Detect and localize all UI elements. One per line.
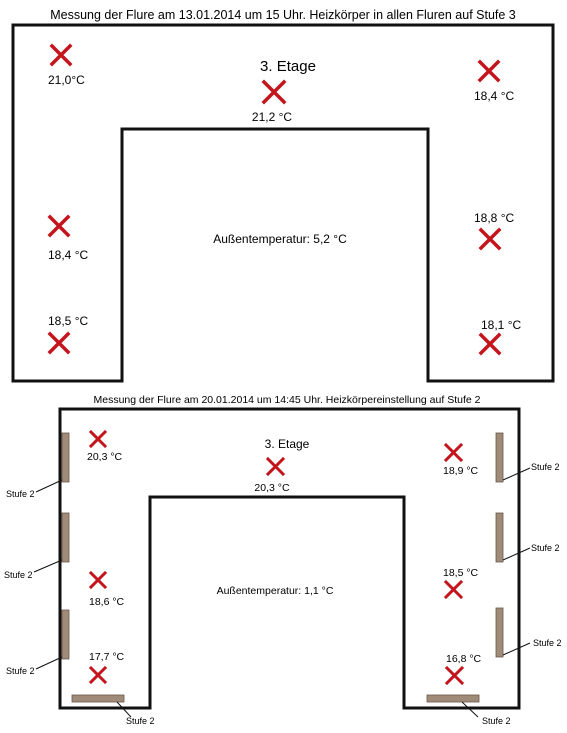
measurement-marker-b-mid-right xyxy=(443,579,464,600)
measurement-marker-top-right xyxy=(477,59,501,83)
bottom-floor-label: 3. Etage xyxy=(265,437,310,451)
measurement-marker-b-center xyxy=(265,456,286,477)
measurement-marker-bottom-right xyxy=(478,332,502,356)
temperature-b-top-left: 20,3 °C xyxy=(87,451,123,463)
top-plan-title: Messung der Flure am 13.01.2014 um 15 Uh… xyxy=(50,8,516,22)
temperature-bottom-right: 18,1 °C xyxy=(481,318,521,332)
temperature-center: 21,2 °C xyxy=(252,110,292,124)
radiator-right-3 xyxy=(495,607,531,658)
measurement-marker-mid-right xyxy=(478,227,502,251)
temperature-mid-left: 18,4 °C xyxy=(48,248,88,262)
temperature-top-left: 21,0°C xyxy=(48,73,85,87)
measurement-marker-top-left xyxy=(49,43,73,67)
top-outside-temperature: Außentemperatur: 5,2 °C xyxy=(213,232,347,246)
temperature-b-center: 20,3 °C xyxy=(254,482,290,494)
temperature-bottom-left: 18,5 °C xyxy=(48,314,88,328)
measurement-marker-b-top-right xyxy=(443,442,464,463)
measurement-marker-b-top-left xyxy=(88,429,108,449)
temperature-b-bottom-right: 16,8 °C xyxy=(446,653,482,665)
measurement-marker-b-bottom-right xyxy=(444,665,465,686)
temperature-b-mid-right: 18,5 °C xyxy=(443,567,479,579)
radiator-label-right-3: Stufe 2 xyxy=(533,638,562,648)
bottom-outside-temperature: Außentemperatur: 1,1 °C xyxy=(217,585,334,597)
radiator-label-bottom-left: Stufe 2 xyxy=(126,716,155,726)
temperature-b-bottom-left: 17,7 °C xyxy=(89,651,125,663)
radiator-label-bottom-right: Stufe 2 xyxy=(482,716,511,726)
radiator-right-1 xyxy=(495,432,531,483)
top-floor-label: 3. Etage xyxy=(260,58,316,75)
temperature-top-right: 18,4 °C xyxy=(474,89,514,103)
radiator-label-left-1: Stufe 2 xyxy=(6,489,35,499)
bottom-plan-title: Messung der Flure am 20.01.2014 um 14:45… xyxy=(94,394,481,406)
bottom-corridor-outline xyxy=(58,407,521,710)
measurement-marker-b-bottom-left xyxy=(88,665,108,685)
temperature-b-top-right: 18,9 °C xyxy=(443,465,479,477)
radiator-label-right-2: Stufe 2 xyxy=(531,543,560,553)
measurement-marker-b-mid-left xyxy=(88,570,108,590)
radiator-label-left-2: Stufe 2 xyxy=(4,570,33,580)
radiator-left-1 xyxy=(35,432,70,493)
measurement-marker-bottom-left xyxy=(47,331,71,355)
temperature-b-mid-left: 18,6 °C xyxy=(89,596,125,608)
radiator-label-right-1: Stufe 2 xyxy=(531,462,560,472)
measurement-marker-center xyxy=(261,79,287,105)
measurement-marker-mid-left xyxy=(47,214,71,238)
radiator-bottom-left xyxy=(71,694,132,718)
radiator-bottom-right xyxy=(426,694,480,718)
radiator-left-3 xyxy=(35,609,70,670)
radiator-left-2 xyxy=(33,512,70,573)
temperature-mid-right: 18,8 °C xyxy=(474,211,514,225)
radiator-label-left-3: Stufe 2 xyxy=(6,666,35,676)
top-corridor-outline xyxy=(11,23,555,383)
radiator-right-2 xyxy=(495,512,531,563)
